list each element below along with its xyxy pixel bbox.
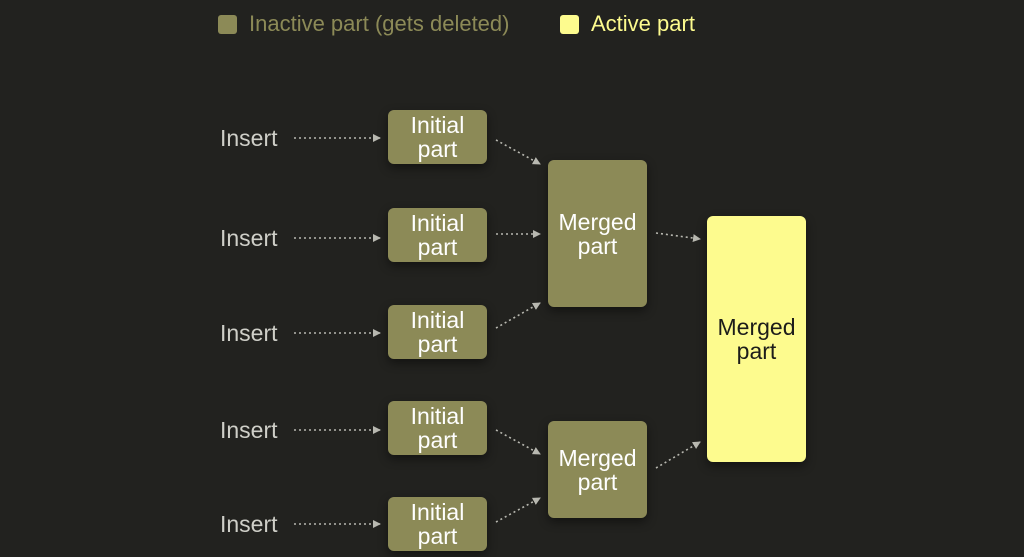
legend-active-label: Active part [591, 11, 695, 36]
initial-part-line1: Initial [410, 403, 465, 429]
initial-part-line2: part [417, 136, 458, 162]
initial-part-line2: part [417, 331, 458, 357]
initial-part-line1: Initial [410, 499, 465, 525]
arrow-initial-4-merged [495, 429, 541, 455]
arrow-initial-5-merged [495, 497, 541, 523]
legend-inactive: Inactive part (gets deleted) [218, 11, 509, 37]
arrow-initial-1-merged [495, 139, 541, 165]
insert-label: Insert [220, 320, 278, 346]
initial-part-line1: Initial [410, 307, 465, 333]
legend-active-swatch [560, 14, 579, 34]
merged-part-line2: part [577, 468, 618, 495]
legend-inactive-swatch [218, 14, 237, 34]
initial-part-line2: part [417, 427, 458, 453]
initial-part-line1: Initial [410, 112, 465, 138]
legend-active: Active part [560, 11, 695, 37]
initial-part-line1: Initial [410, 210, 465, 236]
arrow-merged-2-final [655, 441, 701, 469]
legend-inactive-label: Inactive part (gets deleted) [249, 11, 510, 36]
insert-label: Insert [220, 417, 278, 443]
final-part-line1: Merged [717, 314, 796, 340]
arrow-initial-3-merged [495, 302, 541, 329]
merged-part-line1: Merged [558, 208, 637, 235]
arrow-merged-1-final [655, 232, 701, 243]
initial-part-line2: part [417, 234, 458, 260]
merged-part-line2: part [577, 232, 618, 259]
insert-label: Insert [220, 125, 278, 151]
final-part-line2: part [736, 338, 777, 364]
insert-label: Insert [220, 511, 278, 537]
merged-part-line1: Merged [558, 444, 637, 471]
initial-part-line2: part [417, 523, 458, 549]
insert-label: Insert [220, 225, 278, 251]
